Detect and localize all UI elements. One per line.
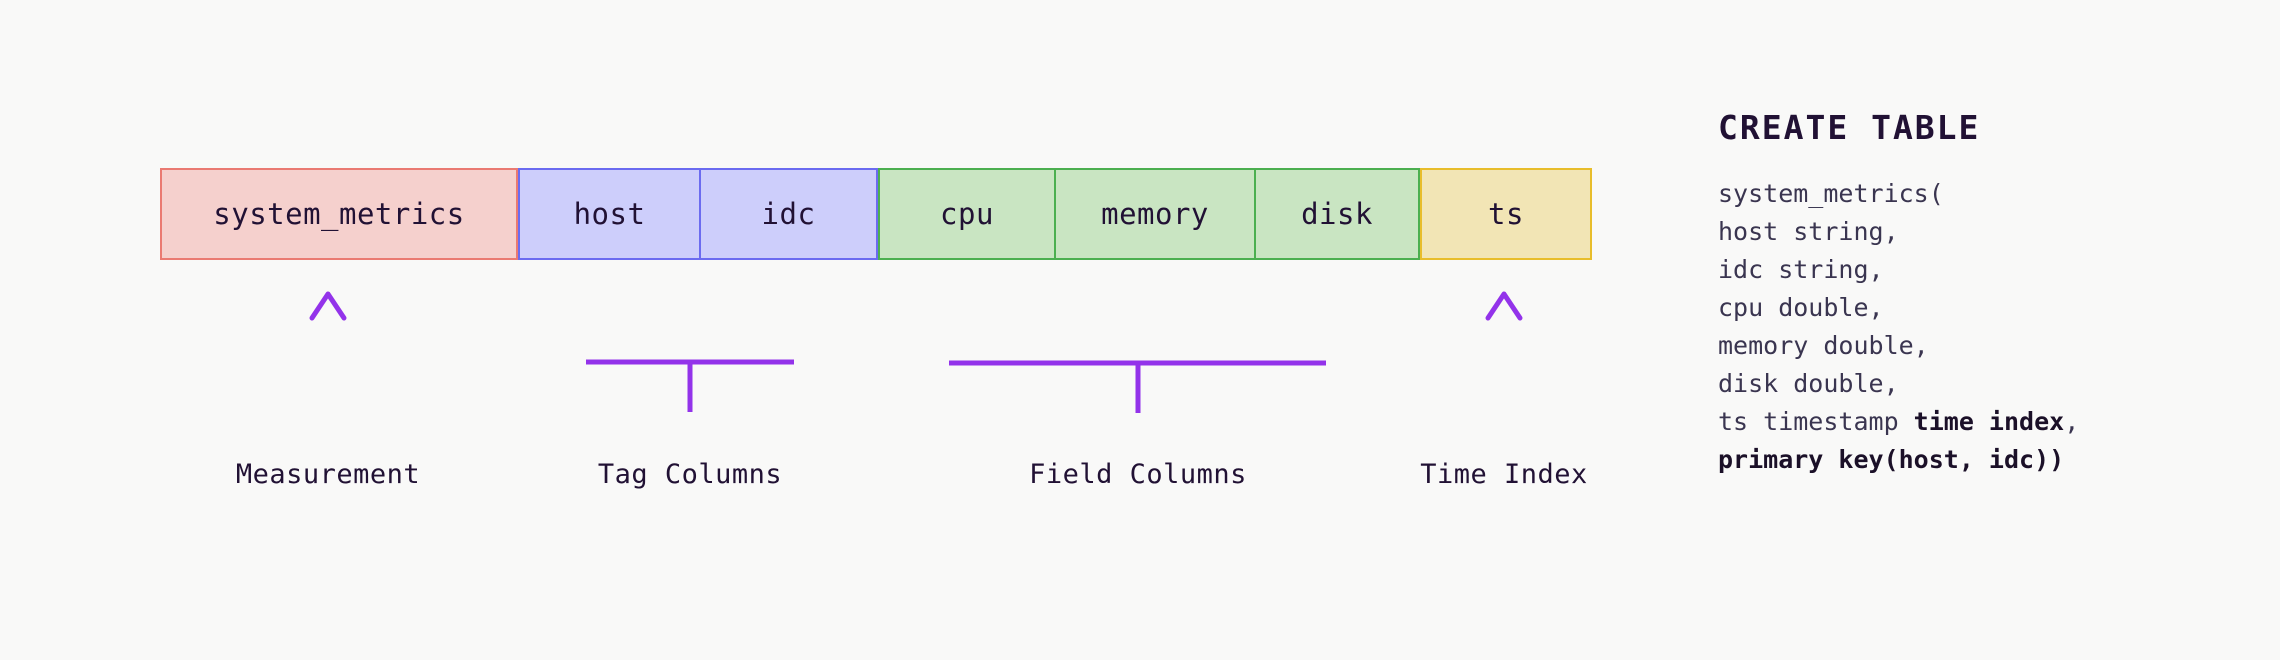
- code-line: host string,: [1718, 213, 2258, 251]
- column-group-field: cpu memory disk: [878, 168, 1420, 260]
- code-line: primary key(host, idc)): [1718, 441, 2258, 479]
- code-text: host string,: [1718, 217, 1899, 246]
- create-table-panel: CREATE TABLE system_metrics(host string,…: [1718, 108, 2258, 479]
- code-keyword: time index: [1913, 407, 2065, 436]
- code-line: idc string,: [1718, 251, 2258, 289]
- code-text: idc string,: [1718, 255, 1884, 284]
- code-line: cpu double,: [1718, 289, 2258, 327]
- column-group-time: ts: [1420, 168, 1592, 260]
- column-cell-ts[interactable]: ts: [1420, 168, 1592, 260]
- create-table-statement: system_metrics(host string, idc string, cp…: [1718, 175, 2258, 479]
- column-group-measurement: system_metrics: [160, 168, 518, 260]
- code-text: system_metrics(: [1718, 179, 1944, 208]
- code-text: disk double,: [1718, 369, 1899, 398]
- code-line: disk double,: [1718, 365, 2258, 403]
- connector-arrow-time-index: [1485, 291, 1523, 416]
- create-table-heading: CREATE TABLE: [1718, 108, 1981, 147]
- code-line: memory double,: [1718, 327, 2258, 365]
- code-line: ts timestamp time index,: [1718, 403, 2258, 441]
- annotation-label-tag-columns: Tag Columns: [597, 459, 783, 490]
- connector-bracket-tag: [586, 300, 794, 412]
- code-keyword: primary key(host, idc)): [1718, 445, 2065, 474]
- annotation-label-field-columns: Field Columns: [1029, 459, 1247, 490]
- column-cell-memory[interactable]: memory: [1055, 168, 1255, 260]
- column-cell-system_metrics[interactable]: system_metrics: [160, 168, 518, 260]
- annotation-label-measurement: Measurement: [235, 459, 421, 490]
- code-text: ,: [2064, 407, 2080, 436]
- code-text: memory double,: [1718, 331, 1929, 360]
- connector-arrow-measurement: [309, 291, 347, 416]
- column-cell-host[interactable]: host: [518, 168, 700, 260]
- column-cell-idc[interactable]: idc: [700, 168, 878, 260]
- column-group-tag: host idc: [518, 168, 878, 260]
- code-line: system_metrics(: [1718, 175, 2258, 213]
- code-text: cpu double,: [1718, 293, 1884, 322]
- column-cell-disk[interactable]: disk: [1255, 168, 1420, 260]
- annotation-label-time-index: Time Index: [1420, 459, 1588, 490]
- column-cell-cpu[interactable]: cpu: [878, 168, 1055, 260]
- schema-strip: system_metrics host idc cpu memory disk …: [160, 168, 1592, 260]
- code-text: ts timestamp: [1718, 407, 1914, 436]
- connector-bracket-field: [949, 300, 1326, 413]
